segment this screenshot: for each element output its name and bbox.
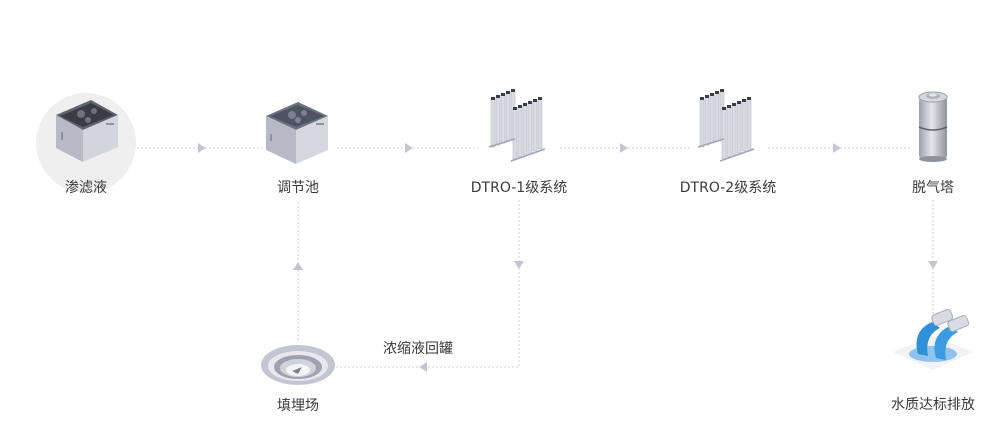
- membrane-module-rack-icon: [488, 89, 546, 162]
- arrow-down-icon: [928, 261, 938, 269]
- membrane-module-rack-icon: [697, 89, 755, 162]
- edge-dtro1-landfill: [335, 200, 520, 368]
- node-label: DTRO-2级系统: [679, 180, 777, 196]
- arrow-right-icon: [833, 143, 841, 153]
- arrow-down-icon: [514, 261, 524, 269]
- arrow-right-icon: [198, 143, 206, 153]
- arrow-up-icon: [293, 262, 303, 270]
- arrow-left-icon: [419, 362, 427, 372]
- node-label: 调节池: [277, 180, 319, 196]
- landfill-pit-icon: [261, 345, 335, 385]
- water-discharge-pipes-icon: [893, 309, 973, 370]
- tank-dark-liquid-icon: [36, 93, 136, 193]
- node-label: 水质达标排放: [891, 397, 975, 413]
- node-label: 渗滤液: [65, 180, 107, 196]
- arrow-right-icon: [405, 143, 413, 153]
- arrow-right-icon: [620, 143, 628, 153]
- node-label: 脱气塔: [912, 180, 954, 196]
- node-label: 填埋场: [277, 398, 319, 414]
- tank-liquid-icon: [266, 102, 328, 164]
- edge-label-concentrate-return: 浓缩液回罐: [383, 341, 453, 357]
- node-label: DTRO-1级系统: [470, 180, 568, 196]
- cylinder-tower-icon: [918, 91, 948, 162]
